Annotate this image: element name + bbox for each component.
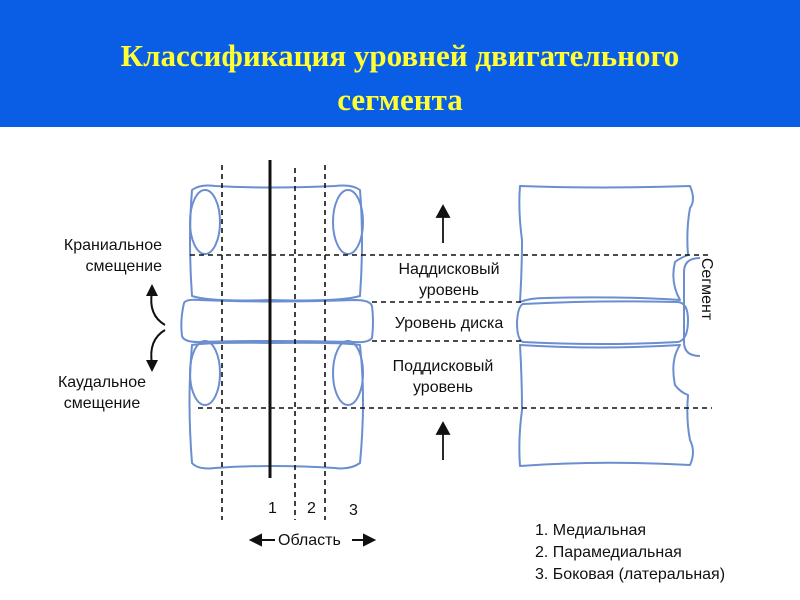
left-upper-facet-left <box>189 189 221 255</box>
title-line-1: Классификация уровней двигательного <box>120 38 680 73</box>
supra-disc-level-label: Наддисковый уровень <box>374 259 524 301</box>
supra-disc-line-1: Наддисковый <box>398 261 500 278</box>
area-arrow-right-head <box>363 533 377 547</box>
right-disc <box>516 300 689 345</box>
zone-1-label: 1 <box>268 500 277 517</box>
legend-item-paramedial: 2. Парамедиальная <box>535 544 682 561</box>
area-label: Область <box>278 532 341 549</box>
segment-label: Сегмент <box>698 257 715 321</box>
cranial-shift-line-1: Краниальное <box>63 237 162 254</box>
supra-disc-line-2: уровень <box>418 282 479 299</box>
legend-item-medial: 1. Медиальная <box>535 522 647 539</box>
segment-bracket <box>683 257 701 357</box>
page-title: Классификация уровней двигательного сегм… <box>0 34 800 122</box>
left-lower-facet-right <box>332 340 364 406</box>
caudal-arrow <box>150 329 166 365</box>
cranial-shift-label: Краниальное смещение <box>30 235 162 277</box>
right-upper-vertebra <box>518 185 694 303</box>
cranial-shift-line-2: смещение <box>85 258 162 275</box>
infra-disc-line-2: уровень <box>412 379 473 396</box>
left-upper-vertebra <box>189 184 363 302</box>
zone-3-label: 3 <box>349 502 358 519</box>
cranial-arrow <box>150 291 166 326</box>
right-lower-vertebra <box>518 344 694 467</box>
disc-level-label: Уровень диска <box>394 315 504 332</box>
caudal-arrow-head <box>146 360 158 372</box>
area-arrow-left-head <box>248 533 262 547</box>
down-arrow-head <box>435 421 451 435</box>
left-disc <box>180 298 374 344</box>
caudal-shift-line-1: Каудальное <box>57 374 147 391</box>
zone-2-label: 2 <box>307 500 316 517</box>
title-banner <box>0 0 800 127</box>
left-lower-facet-left <box>189 340 221 406</box>
infra-disc-line-1: Поддисковый <box>392 358 494 375</box>
infra-disc-level-label: Поддисковый уровень <box>368 356 518 398</box>
zone-legend: 1. Медиальная 2. Парамедиальная 3. Боков… <box>535 520 725 586</box>
title-line-2: сегмента <box>337 82 463 117</box>
cranial-arrow-head <box>146 284 158 296</box>
left-lower-vertebra <box>188 341 364 470</box>
left-upper-facet-right <box>332 189 364 255</box>
up-arrow-head <box>435 204 451 218</box>
caudal-shift-line-2: смещение <box>63 395 141 412</box>
legend-item-lateral: 3. Боковая (латеральная) <box>535 566 726 583</box>
caudal-shift-label: Каудальное смещение <box>32 372 172 414</box>
